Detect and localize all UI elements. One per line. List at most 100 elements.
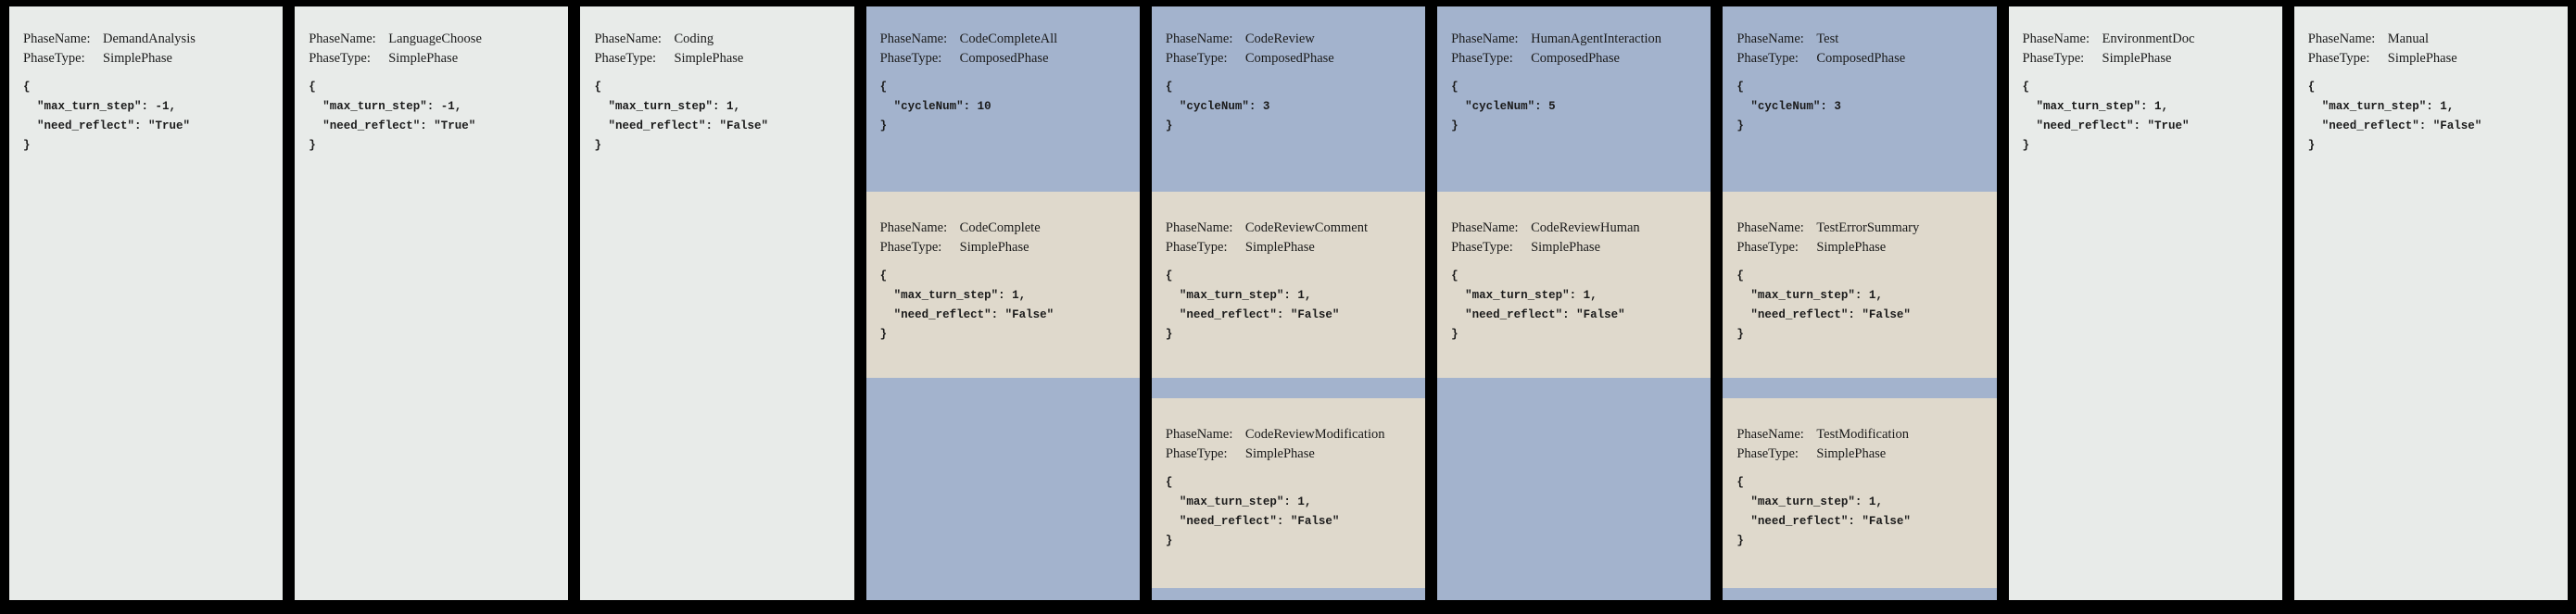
phase-config-json: { "max_turn_step": 1, "need_reflect": "F… — [1736, 476, 1911, 547]
phase-name-label: PhaseName: — [1165, 220, 1233, 235]
phase-config-json: { "max_turn_step": 1, "need_reflect": "F… — [1165, 269, 1340, 341]
phase-type-value: SimplePhase — [1816, 446, 1887, 461]
nested-phase-card-code-complete: PhaseName: CodeComplete PhaseType: Simpl… — [865, 192, 1140, 378]
phase-name-label: PhaseName: — [1165, 427, 1233, 442]
phase-block: PhaseName: Manual PhaseType: SimplePhase… — [2294, 6, 2568, 156]
phase-config-json: { "cycleNum": 5 } — [1451, 81, 1556, 132]
phase-config-json: { "max_turn_step": 1, "need_reflect": "F… — [594, 81, 768, 152]
phase-card-environment-doc: PhaseName: EnvironmentDoc PhaseType: Sim… — [2008, 6, 2282, 600]
phase-name-label: PhaseName: — [879, 220, 948, 235]
phase-type-value: SimplePhase — [103, 51, 172, 66]
phase-type-row: PhaseType: ComposedPhase — [1166, 49, 1411, 69]
phase-name-value: Coding — [674, 31, 714, 46]
phase-name-value: HumanAgentInteraction — [1531, 31, 1662, 46]
phase-name-row: PhaseName: CodeReview — [1166, 30, 1411, 49]
phase-type-label: PhaseType: — [309, 51, 371, 66]
phase-type-value: SimplePhase — [388, 51, 459, 66]
phase-type-label: PhaseType: — [23, 51, 85, 66]
phase-type-value: SimplePhase — [674, 51, 744, 66]
phase-type-row: PhaseType: SimplePhase — [1166, 238, 1411, 257]
phase-type-label: PhaseType: — [1451, 51, 1513, 66]
phase-name-label: PhaseName: — [1451, 31, 1519, 46]
phase-type-value: SimplePhase — [1816, 240, 1887, 255]
phase-name-label: PhaseName: — [2307, 31, 2376, 46]
phase-name-label: PhaseName: — [1165, 31, 1233, 46]
phase-name-row: PhaseName: CodeReviewModification — [1166, 425, 1411, 445]
phase-config-json: { "max_turn_step": 1, "need_reflect": "F… — [879, 269, 1054, 341]
phase-config-json: { "max_turn_step": -1, "need_reflect": "… — [309, 81, 476, 152]
phase-type-label: PhaseType: — [1451, 240, 1513, 255]
composed-phase-header: PhaseName: Test PhaseType: ComposedPhase… — [1723, 6, 1996, 192]
phase-card-test: PhaseName: Test PhaseType: ComposedPhase… — [1723, 6, 1997, 600]
phase-name-value: CodeReviewModification — [1244, 427, 1385, 442]
phase-config-json: { "max_turn_step": 1, "need_reflect": "F… — [1451, 269, 1625, 341]
nested-phase-card-code-review-comment: PhaseName: CodeReviewComment PhaseType: … — [1151, 192, 1426, 378]
phase-config-json: { "max_turn_step": 1, "need_reflect": "T… — [2022, 81, 2190, 152]
phase-name-value: CodeReview — [1244, 31, 1315, 46]
phase-type-label: PhaseType: — [1165, 240, 1228, 255]
phase-name-row: PhaseName: CodeReviewComment — [1166, 219, 1411, 238]
phase-name-value: EnvironmentDoc — [2102, 31, 2195, 46]
phase-name-row: PhaseName: Coding — [594, 30, 840, 49]
phase-card-demand-analysis: PhaseName: DemandAnalysis PhaseType: Sim… — [9, 6, 284, 600]
phase-name-value: CodeReviewComment — [1244, 220, 1368, 235]
phase-type-label: PhaseType: — [879, 51, 942, 66]
phase-type-row: PhaseType: SimplePhase — [309, 49, 554, 69]
nested-phase-card-test-modification: PhaseName: TestModification PhaseType: S… — [1723, 398, 1997, 588]
phase-name-row: PhaseName: CodeComplete — [880, 219, 1126, 238]
phase-type-value: SimplePhase — [1244, 446, 1315, 461]
phase-type-row: PhaseType: SimplePhase — [1166, 445, 1411, 464]
phase-config-json: { "max_turn_step": 1, "need_reflect": "F… — [1165, 476, 1340, 547]
phase-type-value: SimplePhase — [959, 240, 1029, 255]
phase-name-label: PhaseName: — [1451, 220, 1519, 235]
composed-phase-header: PhaseName: CodeReview PhaseType: Compose… — [1152, 6, 1425, 192]
phase-type-row: PhaseType: SimplePhase — [2023, 49, 2268, 69]
phase-name-label: PhaseName: — [1736, 31, 1804, 46]
phase-type-value: ComposedPhase — [959, 51, 1049, 66]
phase-type-row: PhaseType: ComposedPhase — [1451, 49, 1697, 69]
phase-type-row: PhaseType: SimplePhase — [2308, 49, 2554, 69]
phase-name-value: LanguageChoose — [388, 31, 482, 46]
phase-name-row: PhaseName: CodeCompleteAll — [880, 30, 1126, 49]
phase-config-json: { "cycleNum": 3 } — [1736, 81, 1841, 132]
phase-name-value: TestErrorSummary — [1816, 220, 1920, 235]
phase-name-value: TestModification — [1816, 427, 1909, 442]
phase-type-row: PhaseType: SimplePhase — [594, 49, 840, 69]
phase-name-row: PhaseName: CodeReviewHuman — [1451, 219, 1697, 238]
phase-config-json: { "cycleNum": 3 } — [1165, 81, 1270, 132]
phase-type-row: PhaseType: SimplePhase — [880, 238, 1126, 257]
phase-type-value: ComposedPhase — [1244, 51, 1334, 66]
phase-type-label: PhaseType: — [1736, 51, 1799, 66]
phase-name-value: Manual — [2387, 31, 2430, 46]
phase-name-row: PhaseName: HumanAgentInteraction — [1451, 30, 1697, 49]
phase-config-json: { "max_turn_step": -1, "need_reflect": "… — [23, 81, 191, 152]
phase-name-row: PhaseName: EnvironmentDoc — [2023, 30, 2268, 49]
nested-phase-card-code-review-modification: PhaseName: CodeReviewModification PhaseT… — [1151, 398, 1426, 588]
phase-name-label: PhaseName: — [879, 31, 948, 46]
phase-card-code-complete-all: PhaseName: CodeCompleteAll PhaseType: Co… — [865, 6, 1140, 600]
phase-type-value: SimplePhase — [1531, 240, 1601, 255]
phase-type-label: PhaseType: — [1165, 446, 1228, 461]
phase-name-value: CodeComplete — [959, 220, 1041, 235]
composed-phase-gap — [1152, 378, 1425, 398]
phase-name-label: PhaseName: — [2022, 31, 2090, 46]
phase-type-value: ComposedPhase — [1816, 51, 1906, 66]
phase-type-value: SimplePhase — [1244, 240, 1315, 255]
phase-name-value: CodeReviewHuman — [1531, 220, 1640, 235]
phase-type-label: PhaseType: — [2307, 51, 2370, 66]
phase-type-label: PhaseType: — [1736, 240, 1799, 255]
phase-name-value: DemandAnalysis — [103, 31, 196, 46]
phase-block: PhaseName: DemandAnalysis PhaseType: Sim… — [9, 6, 283, 156]
phase-type-row: PhaseType: SimplePhase — [23, 49, 269, 69]
phase-name-label: PhaseName: — [309, 31, 376, 46]
phase-name-row: PhaseName: Manual — [2308, 30, 2554, 49]
phase-type-label: PhaseType: — [879, 240, 942, 255]
composed-phase-gap — [1723, 378, 1996, 398]
phase-type-row: PhaseType: ComposedPhase — [1736, 49, 1982, 69]
phase-type-label: PhaseType: — [594, 51, 657, 66]
phase-name-label: PhaseName: — [1736, 427, 1804, 442]
phase-type-row: PhaseType: ComposedPhase — [880, 49, 1126, 69]
phase-type-label: PhaseType: — [1736, 446, 1799, 461]
phase-name-row: PhaseName: DemandAnalysis — [23, 30, 269, 49]
phase-name-label: PhaseName: — [23, 31, 91, 46]
